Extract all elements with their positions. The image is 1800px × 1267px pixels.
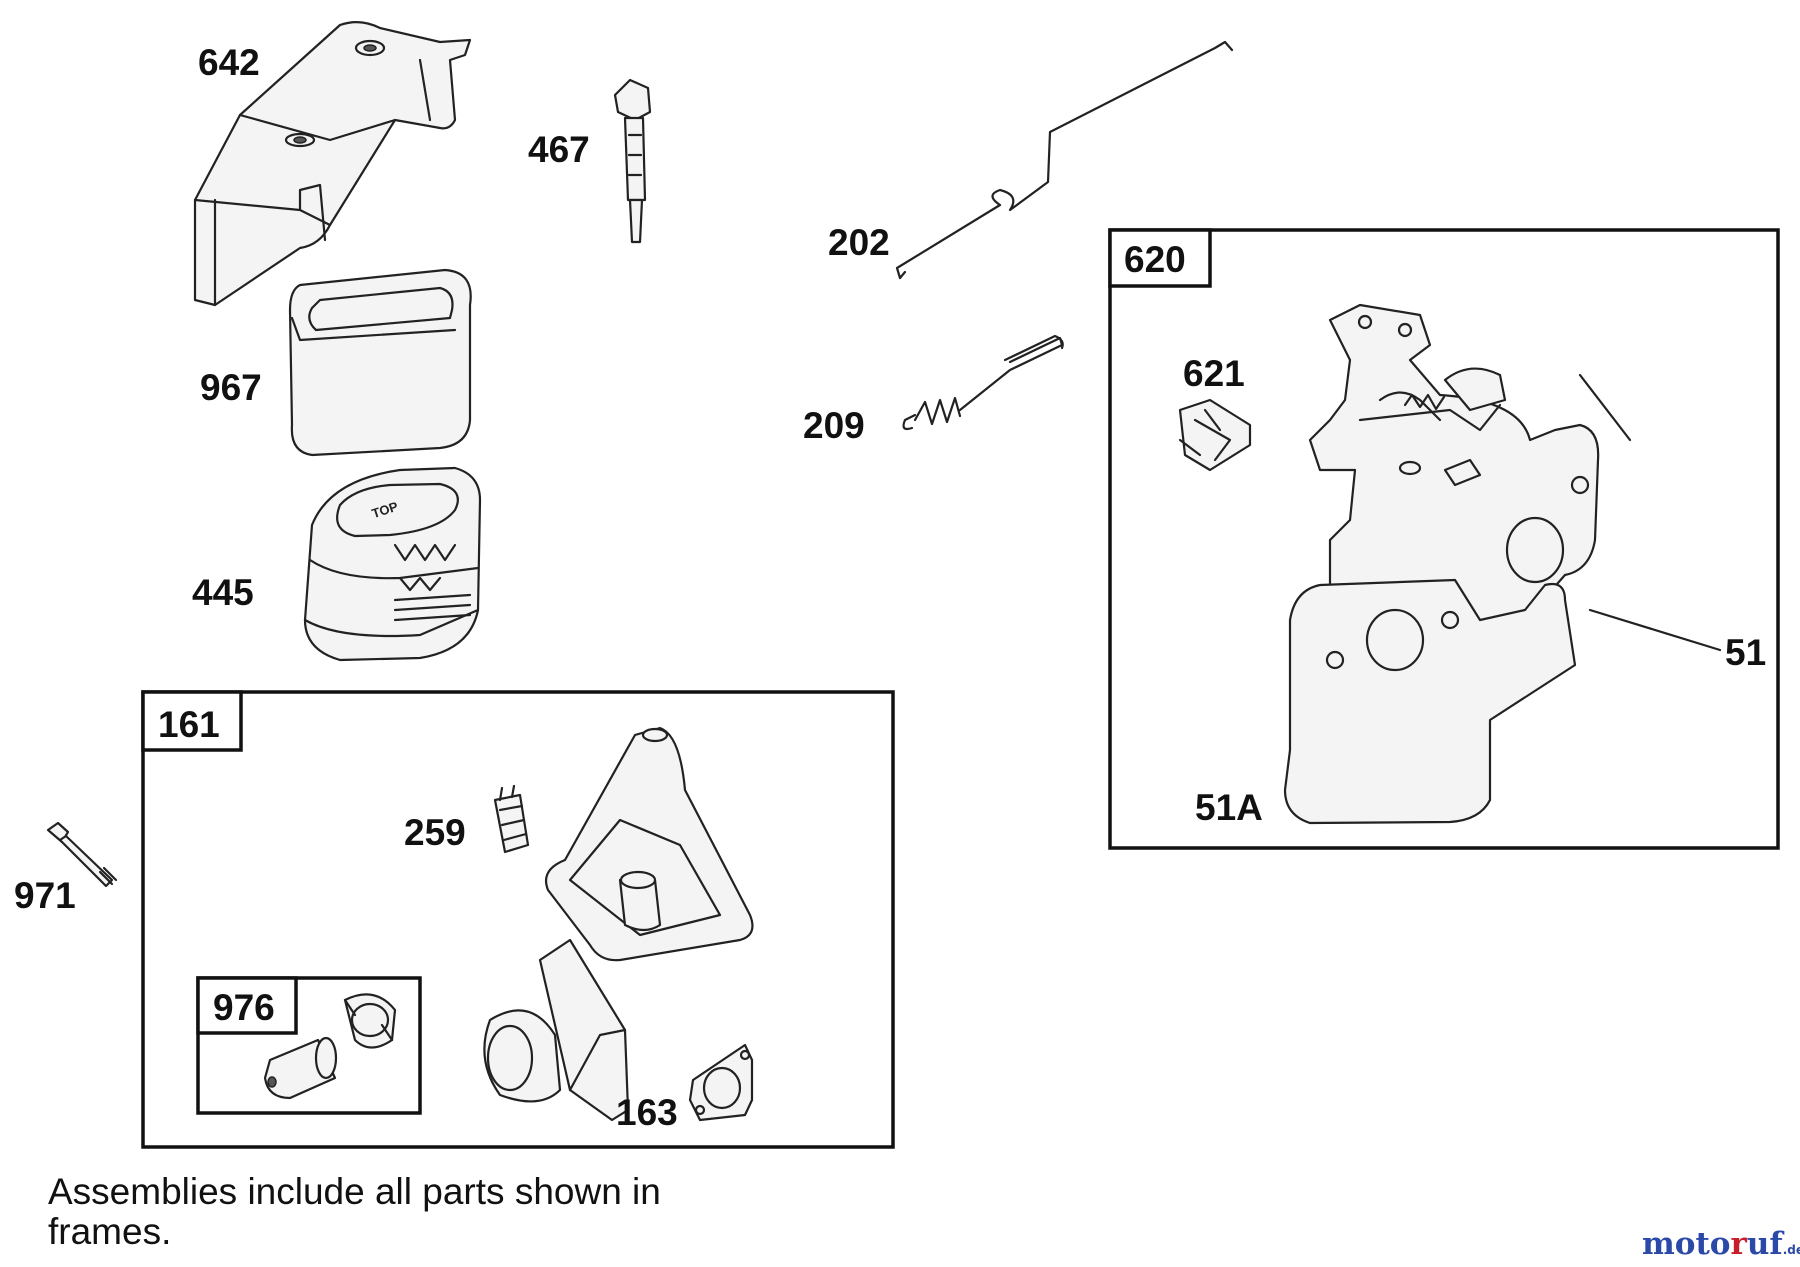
part-label-209: 209 [803, 405, 865, 446]
assembly-note: Assemblies include all parts shown in fr… [48, 1172, 768, 1252]
part-259-bracket [493, 784, 530, 854]
part-label-51: 51 [1725, 632, 1766, 673]
part-label-51a: 51A [1195, 787, 1263, 828]
part-445-air-filter: TOP [303, 466, 482, 662]
part-467-dipstick [613, 78, 652, 244]
watermark-suffix: .de [1782, 1243, 1800, 1257]
part-202-governor-link [895, 40, 1234, 280]
part-label-642: 642 [198, 42, 260, 83]
part-label-445: 445 [192, 572, 254, 613]
site-watermark: motoruf.de [1642, 1226, 1800, 1262]
part-label-967: 967 [200, 367, 262, 408]
part-161-air-cleaner-base [483, 726, 754, 1122]
watermark-part-a: moto [1642, 1226, 1731, 1262]
watermark-part-b: r [1730, 1226, 1747, 1262]
frame-label-976: 976 [213, 987, 275, 1028]
part-label-163: 163 [616, 1092, 678, 1133]
part-209-governor-spring [902, 334, 1064, 431]
frame-620 [1108, 228, 1780, 850]
assembly-note-line-1: Assemblies include all parts shown in [48, 1171, 661, 1212]
watermark-part-c: uf [1746, 1226, 1783, 1262]
part-971-screw [46, 821, 118, 888]
frame-161 [141, 690, 895, 1149]
part-label-259: 259 [404, 812, 466, 853]
part-label-467: 467 [528, 129, 590, 170]
frame-976 [196, 976, 422, 1115]
part-label-202: 202 [828, 222, 890, 263]
part-label-971: 971 [14, 875, 76, 916]
leader-51 [1588, 608, 1722, 652]
part-642-air-cleaner-cover [193, 21, 472, 307]
assembly-note-line-2: frames. [48, 1211, 172, 1252]
part-51a-gasket-plate [1283, 578, 1577, 825]
part-967-pre-cleaner [288, 268, 472, 457]
part-163-gasket [688, 1043, 754, 1122]
part-label-621: 621 [1183, 353, 1245, 394]
part-976-bulb-and-clamp [263, 993, 397, 1100]
frame-label-161: 161 [158, 704, 220, 745]
frame-label-620: 620 [1124, 239, 1186, 280]
part-621-clip [1178, 398, 1252, 472]
